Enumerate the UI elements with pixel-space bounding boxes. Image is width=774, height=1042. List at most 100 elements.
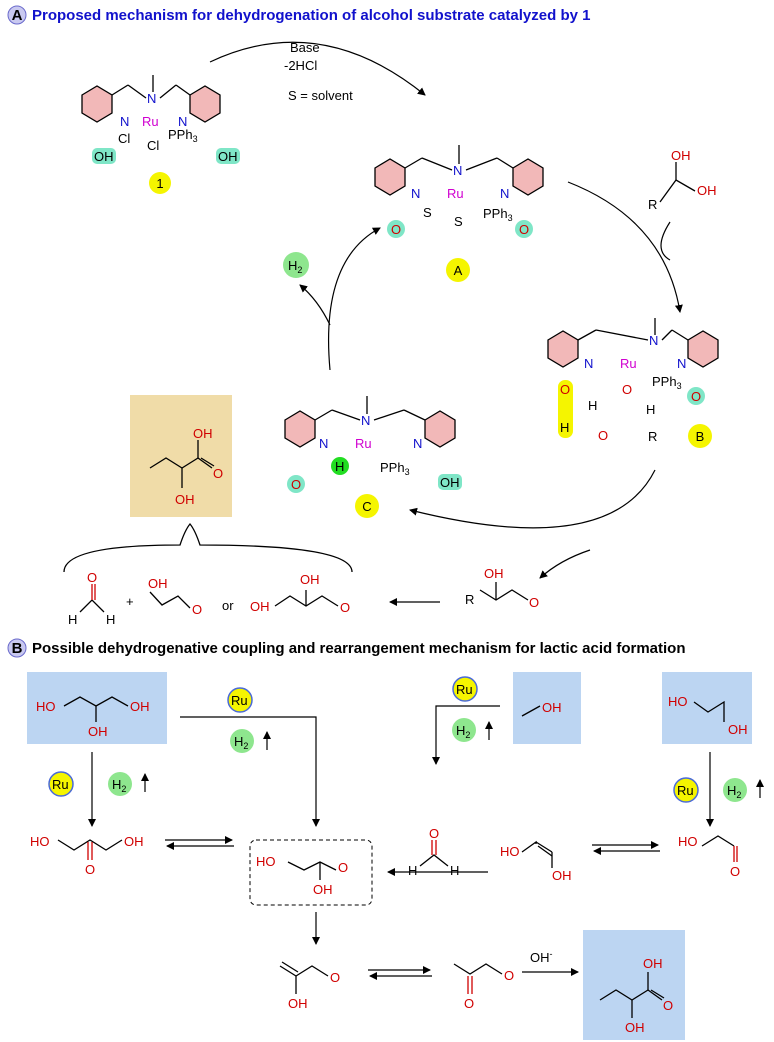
complex-1: N N N Ru Cl Cl PPh3 OH OH 1 — [81, 75, 240, 194]
formaldehyde-h: H — [106, 612, 115, 627]
methanol: OH — [513, 672, 581, 744]
hydroxy-group: OH — [94, 149, 114, 164]
pyridone-ring-right — [512, 158, 544, 196]
pyridine-n: N — [413, 436, 422, 451]
cycle-arrow-a-to-b — [567, 181, 683, 313]
hydroxy: HO — [668, 694, 688, 709]
h2-badge — [283, 252, 309, 278]
oxo-highlight — [287, 475, 305, 493]
enediol: HO OH — [500, 840, 572, 883]
r-group: R — [465, 592, 474, 607]
hydride: H — [335, 459, 344, 474]
hydroxy: HO — [256, 854, 276, 869]
pyridone-n: N — [677, 356, 686, 371]
pph3-ligand: PPh3 — [380, 460, 410, 477]
oxo-highlight — [387, 220, 405, 238]
hydroxy: OH — [671, 148, 691, 163]
pph3-ligand: PPh3 — [483, 206, 513, 223]
ru-catalyst-glycol: Ru H2 — [673, 777, 764, 803]
blue-highlight-box — [513, 672, 581, 744]
formaldehyde: O H H — [408, 826, 459, 878]
pyridine-ring-right — [424, 410, 456, 448]
substrate-diol: OH OH R — [648, 148, 717, 261]
ru-catalyst-methanol: Ru H2 — [452, 676, 493, 742]
lactic-acid-product-b: OH O OH — [583, 930, 685, 1040]
oxo: O — [560, 382, 570, 397]
ru-label: Ru — [677, 783, 694, 798]
hydroxy: OH — [552, 868, 572, 883]
pyridone-n: N — [319, 436, 328, 451]
hydroxy: OH — [124, 834, 144, 849]
glycerol: HO OH OH — [27, 672, 167, 744]
arrow-1-to-a — [209, 41, 426, 96]
hydroxy: OH — [88, 724, 108, 739]
carbonyl-o: O — [663, 998, 673, 1013]
hydroxy: HO — [678, 834, 698, 849]
h2-label: H2 — [112, 777, 126, 794]
formaldehyde-o: O — [87, 570, 97, 585]
ketone-o: O — [85, 862, 95, 877]
pyridone-n: N — [411, 186, 420, 201]
cycle-arrow-c-to-a — [327, 227, 381, 371]
pyridone-ring-left — [284, 410, 316, 448]
hydrogen: H — [450, 863, 459, 878]
dihydroxyacetone: HO OH O — [30, 834, 144, 877]
panel-b-badge — [7, 638, 27, 658]
oxo-highlight — [687, 387, 705, 405]
hydrogen: H — [408, 863, 417, 878]
h2-label: H2 — [234, 734, 248, 751]
glycolaldehyde: HO O — [678, 834, 740, 879]
pyridine-n: N — [178, 114, 187, 129]
complex-b-label: B — [696, 429, 705, 444]
oxo-highlight — [515, 220, 533, 238]
alkoxide-o: O — [622, 382, 632, 397]
pyridone-ring-right — [687, 330, 719, 368]
acid-hydroxy: OH — [643, 956, 663, 971]
h2-badge — [230, 729, 254, 753]
glycolaldehyde-oh: OH — [148, 576, 168, 591]
panel-a-header: A Proposed mechanism for dehydrogenation… — [7, 5, 590, 25]
arrow-glycerol-to-glyceraldehyde — [180, 716, 320, 827]
hydroxy: OH — [130, 699, 150, 714]
oxo-group: O — [391, 222, 401, 237]
amine-n: N — [147, 91, 156, 106]
complex-b: N N N Ru PPh3 O H H O H O O R B — [547, 318, 719, 448]
panel-b-header: B Possible dehydrogenative coupling and … — [7, 638, 686, 658]
alcohol-hydroxy: OH — [625, 1020, 645, 1035]
cycle-arrow-b-to-c — [409, 469, 656, 529]
ru-label: Ru — [456, 682, 473, 697]
complex-1-label: 1 — [156, 176, 163, 191]
glyceraldehyde: HO OH O — [249, 839, 373, 906]
oh-highlight — [438, 474, 462, 490]
oxo-group: O — [519, 222, 529, 237]
panel-a-title: Proposed mechanism for dehydrogenation o… — [32, 7, 590, 24]
complex-1-badge — [149, 172, 171, 194]
lactic-acid-product-a: OH O OH — [130, 395, 232, 517]
hydroxy: OH — [728, 722, 748, 737]
oh-highlight — [92, 148, 116, 164]
complex-c-badge — [355, 494, 379, 518]
methylglyoxal: O O — [453, 963, 514, 1011]
r-group: R — [648, 197, 657, 212]
alpha-hydroxy-aldehyde: OH R O — [465, 566, 539, 610]
aldehyde-o: O — [730, 864, 740, 879]
panel-a-badge — [7, 5, 27, 25]
dashed-box — [249, 839, 373, 906]
ru-badge — [48, 771, 74, 797]
panel-a-badge-letter: A — [12, 7, 23, 24]
ru-badge — [452, 676, 478, 702]
tan-highlight-box — [130, 395, 232, 517]
product-bracket — [63, 522, 353, 573]
pyridone-n: N — [584, 356, 593, 371]
hydroxy: OH — [697, 183, 717, 198]
ru-catalyst-glycerol: Ru H2 — [48, 752, 149, 827]
hydroxy: OH — [484, 566, 504, 581]
ru-label: Ru — [52, 777, 69, 792]
ru-label: Ru — [231, 693, 248, 708]
h2-label: H2 — [288, 258, 302, 275]
glyceraldehyde-oh: OH — [300, 572, 320, 587]
panel-b-badge-letter: B — [12, 640, 23, 657]
hydroxy: HO — [36, 699, 56, 714]
ru-catalyst-top: Ru H2 — [227, 687, 271, 753]
hydroxy-o: O — [598, 428, 608, 443]
